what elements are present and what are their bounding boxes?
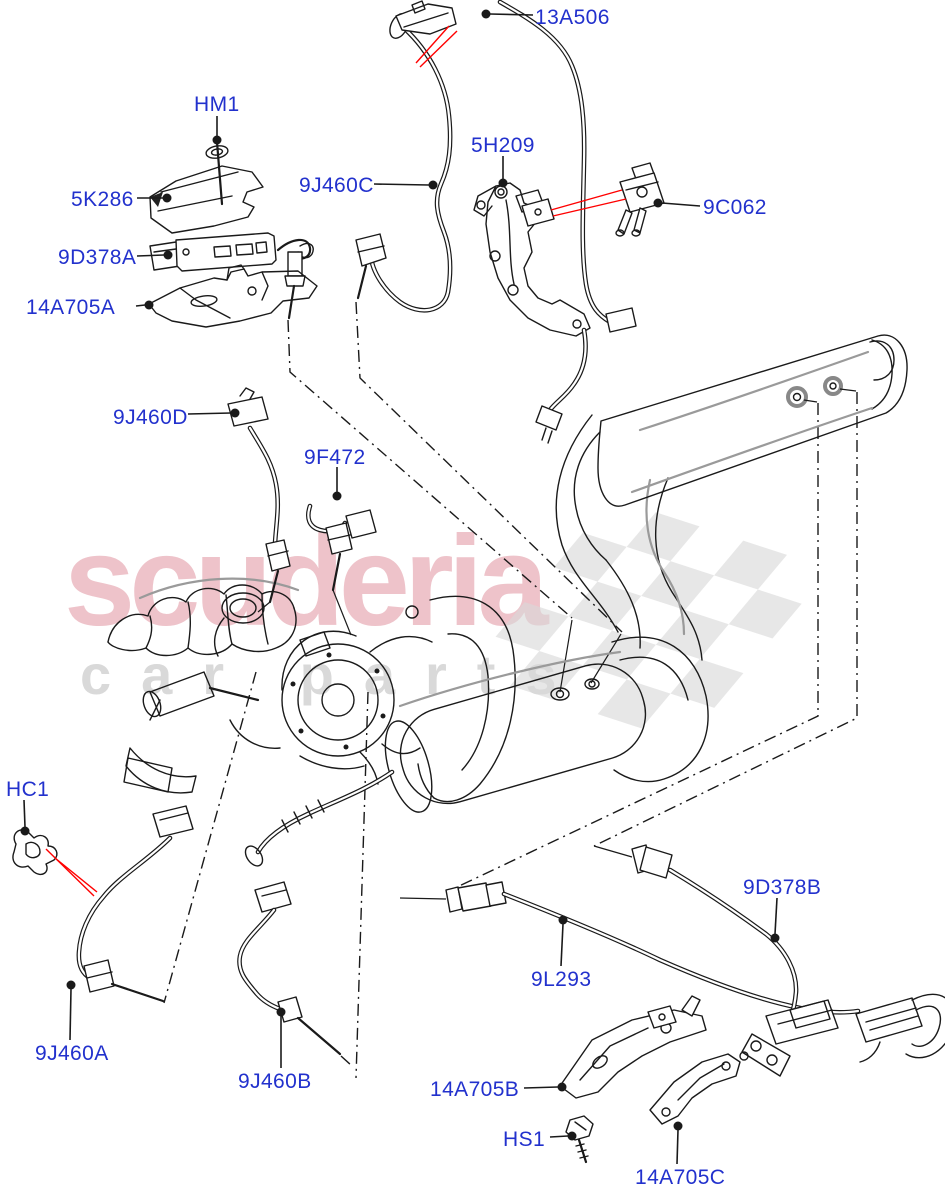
part-label-9j460d[interactable]: 9J460D [113, 406, 188, 429]
part-label-9j460b[interactable]: 9J460B [238, 1070, 312, 1093]
rear-muffler-drawing [597, 334, 908, 507]
sensor-9L293-drawing [399, 881, 861, 1015]
installed-position-lines [163, 301, 858, 1079]
part-label-9d378a[interactable]: 9D378A [58, 246, 137, 269]
part-label-14a705c[interactable]: 14A705C [635, 1166, 726, 1189]
callout-leaders [20, 9, 780, 1165]
part-label-5k286[interactable]: 5K286 [71, 188, 134, 211]
mid-pipe-drawing [555, 414, 703, 661]
part-label-9d378b[interactable]: 9D378B [743, 876, 822, 899]
sensor-9J460C-drawing [355, 13, 453, 313]
part-label-5h209[interactable]: 5H209 [471, 134, 535, 157]
clip-HC1-drawing [12, 829, 58, 876]
part-label-hm1[interactable]: HM1 [194, 93, 240, 116]
part-label-9l293[interactable]: 9L293 [531, 968, 592, 991]
watermark-brand: scuderia [64, 510, 548, 653]
sensor-9C062-drawing [615, 162, 665, 237]
bracket-5H209-drawing [473, 0, 637, 444]
part-label-9j460a[interactable]: 9J460A [35, 1042, 109, 1065]
sensor-9F472-drawing [306, 503, 377, 636]
connector-13A506-drawing [395, 0, 457, 35]
engine-turbo-assembly [107, 577, 516, 803]
part-label-9c062[interactable]: 9C062 [703, 196, 767, 219]
sensor-9J460A-drawing [76, 805, 194, 1003]
part-label-14a705b[interactable]: 14A705B [430, 1078, 520, 1101]
part-label-9f472[interactable]: 9F472 [304, 446, 366, 469]
bracket-14A705C-drawing [649, 1051, 749, 1125]
sensor-9J460B-drawing [237, 881, 342, 1056]
bracket-14A705A-drawing [148, 264, 318, 328]
part-label-hc1[interactable]: HC1 [6, 778, 50, 801]
part-label-13a506[interactable]: 13A506 [535, 6, 610, 29]
watermark-tagline: car parts [80, 643, 587, 706]
checkered-flag-watermark [495, 512, 802, 729]
sensor-9D378B-drawing [593, 844, 799, 1019]
module-9D378A-drawing [149, 232, 314, 320]
part-label-hs1[interactable]: HS1 [503, 1128, 546, 1151]
red-pointer-arrows [45, 25, 627, 897]
part-label-14a705a[interactable]: 14A705A [26, 296, 116, 319]
heat-shield-5K286-drawing [149, 165, 264, 234]
bracket-14A705B-drawing [559, 995, 707, 1099]
connector-modules-drawing [741, 993, 945, 1077]
front-catalyst-drawing [244, 636, 709, 867]
sensor-9J460D-drawing [227, 387, 291, 613]
pin-HM1-drawing [205, 140, 229, 206]
part-label-9j460c[interactable]: 9J460C [299, 174, 374, 197]
